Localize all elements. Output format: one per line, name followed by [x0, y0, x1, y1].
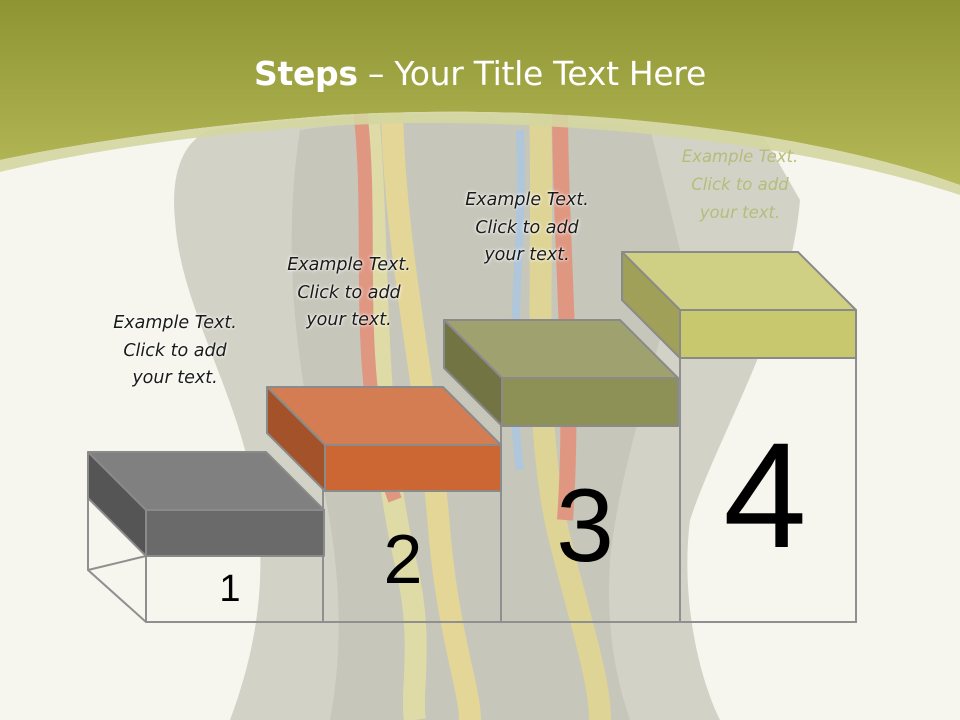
step-3-number: 3 — [556, 468, 614, 584]
step-2-number: 2 — [383, 520, 423, 598]
block-front-face — [145, 509, 325, 557]
caption-line: Example Text. — [681, 147, 799, 166]
block-front-face — [324, 444, 502, 492]
block-front-face — [679, 309, 857, 359]
step-4-number: 4 — [723, 411, 807, 579]
step-block-1 — [87, 451, 325, 557]
slide-title[interactable]: Steps – Your Title Text Here — [0, 54, 960, 93]
step-block-2 — [266, 386, 502, 492]
caption-line: Click to add — [475, 217, 579, 238]
title-bold: Steps — [254, 54, 358, 93]
caption-line: your text. — [306, 310, 392, 330]
caption-line: your text. — [132, 368, 218, 388]
step-1-number: 1 — [219, 568, 241, 610]
caption-line: Click to add — [123, 340, 227, 361]
caption-line: your text. — [699, 203, 781, 222]
step-1-caption[interactable]: Example Text. Click to add your text. — [65, 310, 285, 393]
caption-line: Click to add — [691, 175, 789, 194]
caption-line: Example Text. — [287, 255, 411, 275]
step-block-3 — [443, 319, 679, 427]
title-rest: – Your Title Text Here — [357, 54, 706, 93]
caption-line: your text. — [484, 245, 570, 265]
caption-line: Example Text. — [465, 190, 589, 210]
step-4-caption[interactable]: Example Text. Click to add your text. — [630, 143, 850, 227]
caption-line: Example Text. — [113, 313, 237, 333]
step-2-caption[interactable]: Example Text. Click to add your text. — [239, 252, 459, 335]
block-front-face — [501, 377, 679, 427]
header-band — [0, 0, 960, 185]
caption-line: Click to add — [297, 282, 401, 303]
step-block-4 — [621, 251, 857, 359]
step-3-caption[interactable]: Example Text. Click to add your text. — [417, 187, 637, 270]
